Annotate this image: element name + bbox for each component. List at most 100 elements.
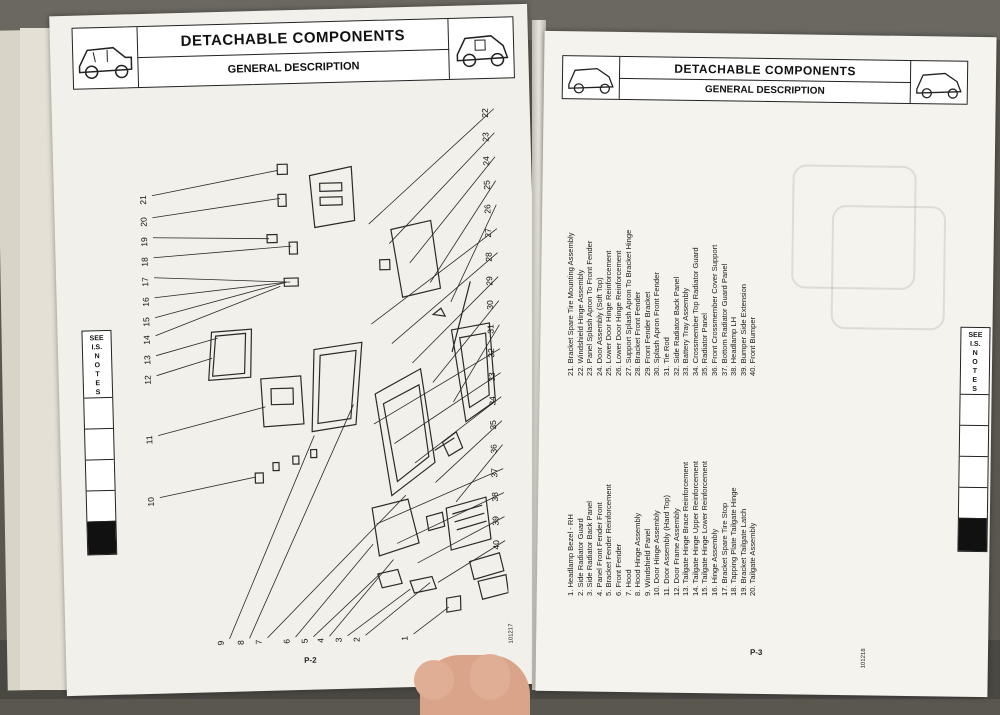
leader-line xyxy=(429,180,496,283)
left-figure-code: 101217 xyxy=(508,623,515,644)
legend-item: 40. Front Bumper xyxy=(748,316,758,376)
leader-line xyxy=(373,348,501,425)
legend-column-2: 21. Bracket Spare Tire Mounting Assembly… xyxy=(566,230,758,376)
callout-number: 16 xyxy=(141,297,151,307)
leader-line xyxy=(152,197,281,219)
legend-item: 39. Bumper Side Extension xyxy=(738,283,748,376)
callout-number: 30 xyxy=(485,300,495,310)
leader-line xyxy=(153,245,292,259)
legend-item: 29. Front Fender Bracket xyxy=(642,291,652,376)
legend-item: 10. Door Hinge Assembly xyxy=(652,510,662,596)
leader-line xyxy=(155,286,281,337)
legend-item: 37. Bottom Radiator Guard Panel xyxy=(719,263,729,376)
legend-item: 9. Windshield Panel xyxy=(642,528,652,596)
callout-number: 7 xyxy=(254,639,264,644)
legend-item: 24. Door Assembly (Soft Top) xyxy=(594,277,604,376)
black-tab-marker xyxy=(87,520,117,555)
leader-line xyxy=(365,582,431,636)
leader-line xyxy=(371,228,498,325)
right-page: DETACHABLE COMPONENTS GENERAL DESCRIPTIO… xyxy=(535,30,997,698)
callout-number: 12 xyxy=(143,375,153,385)
leader-line xyxy=(368,108,495,225)
legend-item: 7. Hood xyxy=(623,569,633,596)
left-page-number: P-2 xyxy=(304,655,317,665)
callout-number: 34 xyxy=(487,396,497,406)
legend-item: 18. Tapping Plate Tailgate Hinge xyxy=(729,487,739,596)
callout-number: 15 xyxy=(141,317,151,327)
leader-line xyxy=(229,435,315,640)
leader-line xyxy=(249,404,354,639)
right-page-number: P-3 xyxy=(749,647,763,657)
legend-item: 1. Headlamp Bezel - RH xyxy=(566,514,575,596)
legend-item: 33. Battery Tray Assembly xyxy=(681,287,691,376)
legend-item: 15. Tailgate Hinge Lower Reinforcement xyxy=(700,461,710,596)
legend-item: 30. Splash Apron Front Fender xyxy=(652,272,662,376)
leader-line xyxy=(156,357,213,377)
callout-number: 3 xyxy=(334,637,344,642)
leader-line xyxy=(417,516,505,564)
leader-line xyxy=(437,540,506,583)
legend-item: 22. Windshield Hinge Assembly xyxy=(575,269,585,376)
callout-number: 18 xyxy=(140,257,150,267)
leader-line xyxy=(347,588,411,637)
finger xyxy=(470,654,510,700)
legend-item: 35. Radiator Panel xyxy=(700,313,710,376)
leader-line xyxy=(409,156,496,264)
left-page-header: DETACHABLE COMPONENTS GENERAL DESCRIPTIO… xyxy=(71,16,515,90)
callout-number: 37 xyxy=(489,468,499,478)
right-page-subtitle: GENERAL DESCRIPTION xyxy=(704,84,825,97)
bleed-through-shape xyxy=(830,204,947,331)
finger xyxy=(414,660,454,700)
jeep-exploded-icon xyxy=(447,17,514,79)
leader-line xyxy=(435,420,503,483)
jeep-icon xyxy=(909,60,968,104)
legend-item: 27. Support Splash Apron To Bracket Hing… xyxy=(623,229,633,376)
callout-number: 36 xyxy=(489,444,499,454)
leader-line xyxy=(159,476,256,499)
leader-line xyxy=(432,300,500,383)
legend-item: 36. Front Crossmember Cover Support xyxy=(709,244,719,376)
callout-number: 2 xyxy=(352,637,362,642)
leader-line xyxy=(313,573,381,637)
callout-number: 10 xyxy=(146,497,156,507)
legend-item: 32. Side Radiator Back Panel xyxy=(671,276,681,376)
jeep-icon xyxy=(72,27,140,89)
leader-line xyxy=(414,396,502,464)
leader-line xyxy=(151,170,278,197)
leader-line xyxy=(153,237,270,240)
callout-number: 24 xyxy=(481,156,491,166)
callout-number: 20 xyxy=(138,217,148,227)
legend-item: 25. Lower Door Hinge Reinforcement xyxy=(604,250,614,376)
leader-line xyxy=(295,543,374,638)
leader-line xyxy=(396,492,504,544)
legend-item: 11. Door Assembly (Hard Top) xyxy=(661,494,671,596)
leader-line xyxy=(453,324,500,403)
callout-number: 13 xyxy=(142,355,152,365)
callout-number: 5 xyxy=(300,638,310,643)
callout-number: 17 xyxy=(140,277,150,287)
legend-item: 5. Bracket Fender Reinforcement xyxy=(604,484,614,596)
legend-item: 23. Panel Splash Apron To Front Fender xyxy=(585,240,595,376)
legend-item: 19. Bracket Tailgate Latch xyxy=(738,508,748,596)
callout-number: 35 xyxy=(488,420,498,430)
legend-item: 13. Tailgate Hinge Brace Reinforcement xyxy=(681,461,691,596)
callout-number: 1 xyxy=(400,636,410,641)
callout-number: 38 xyxy=(490,492,500,502)
callout-number: 29 xyxy=(484,276,494,286)
callout-number: 4 xyxy=(316,638,326,643)
callout-number: 19 xyxy=(139,237,149,247)
callout-number: 33 xyxy=(487,372,497,382)
callout-number: 39 xyxy=(490,516,500,526)
leader-line xyxy=(388,132,495,244)
callout-number: 40 xyxy=(491,540,501,550)
leader-line xyxy=(391,252,498,344)
legend-item: 17. Bracket Spare Tire Stop xyxy=(719,502,729,596)
callout-number: 27 xyxy=(483,228,493,238)
callout-number: 25 xyxy=(482,180,492,190)
